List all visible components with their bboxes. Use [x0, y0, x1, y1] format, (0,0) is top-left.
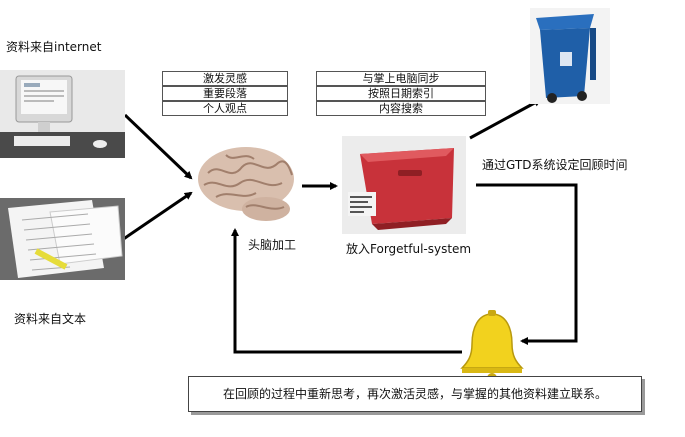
tag-right-item: 按照日期索引 [316, 86, 486, 101]
forgetful-label: 放入Forgetful-system [346, 242, 472, 256]
tag-right-item: 与掌上电脑同步 [316, 71, 486, 86]
brain-label: 头脑加工 [248, 238, 297, 252]
arrow-bell-to-brain [231, 228, 462, 354]
arrow-box-to-bell [476, 183, 578, 345]
computer-icon [0, 70, 125, 158]
arrow-text-to-brain [121, 191, 193, 242]
tag-left-item: 重要段落 [162, 86, 288, 101]
storage-box-icon [342, 136, 466, 234]
source-text-label: 资料来自文本 [14, 312, 87, 326]
tag-right-item: 内容搜索 [316, 101, 486, 116]
tag-left-item: 个人观点 [162, 101, 288, 116]
source-internet-label: 资料来自internet [6, 40, 102, 54]
bell-icon [460, 310, 524, 383]
tag-left-item: 激发灵感 [162, 71, 288, 86]
arrow-internet-to-brain [123, 113, 193, 180]
brain-icon [198, 147, 294, 221]
gtd-label: 通过GTD系统设定回顾时间 [482, 158, 628, 172]
papers-icon [0, 198, 125, 280]
review-note: 在回顾的过程中重新思考，再次激活灵感，与掌握的其他资料建立联系。 [188, 376, 642, 412]
trash-bin-icon [530, 8, 610, 104]
arrow-box-to-bin [469, 98, 542, 140]
